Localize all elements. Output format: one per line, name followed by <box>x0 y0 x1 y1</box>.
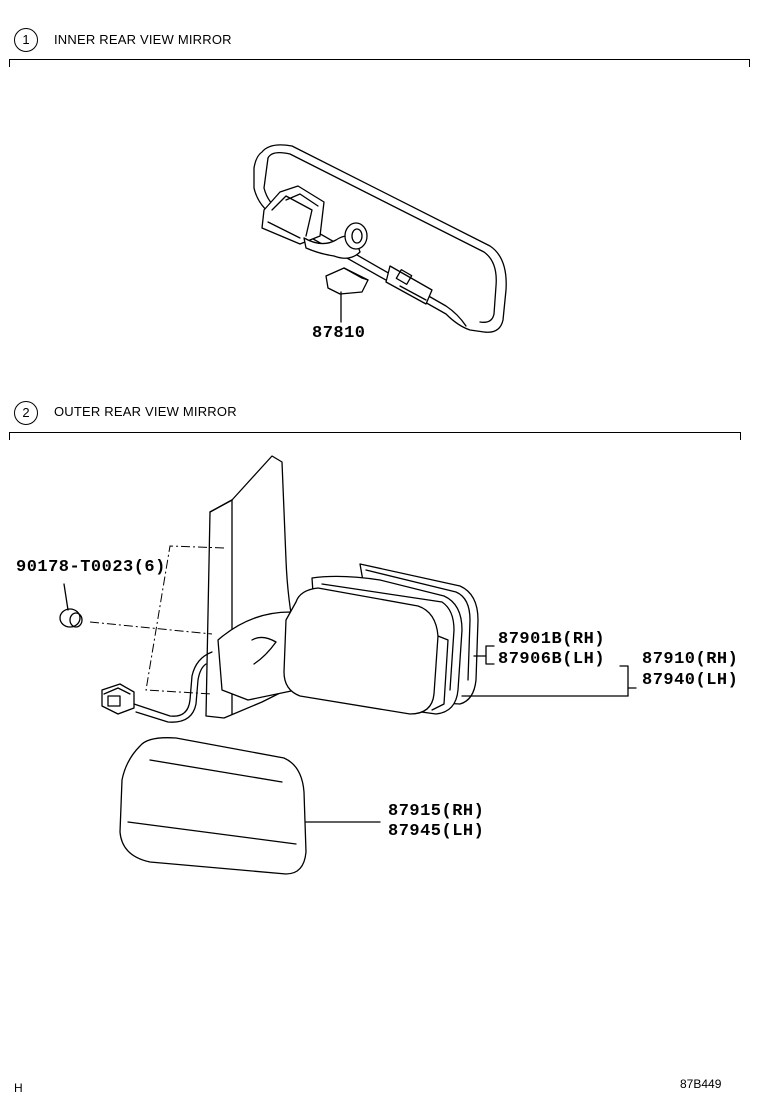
label-90178-T0023: 90178-T0023(6) <box>16 558 166 577</box>
label-87915-RH: 87915(RH) <box>388 802 485 821</box>
section-1-title: INNER REAR VIEW MIRROR <box>54 32 232 47</box>
section-1-badge: 1 <box>14 28 38 52</box>
section-2-bracket <box>9 432 741 440</box>
label-87910-RH: 87910(RH) <box>642 650 739 669</box>
footer-left-code: H <box>14 1081 23 1095</box>
label-87901B-RH: 87901B(RH) <box>498 630 606 649</box>
label-87810: 87810 <box>312 324 366 343</box>
section-2-badge: 2 <box>14 401 38 425</box>
section-1-bracket <box>9 59 750 67</box>
mirror-cover-drawing <box>119 737 381 875</box>
section-2-title: OUTER REAR VIEW MIRROR <box>54 404 237 419</box>
outer-mirror-drawing <box>59 455 637 723</box>
inner-mirror-drawing <box>253 144 507 333</box>
footer-diagram-id: 87B449 <box>680 1077 722 1091</box>
label-87945-LH: 87945(LH) <box>388 822 485 841</box>
label-87940-LH: 87940(LH) <box>642 671 739 690</box>
label-87906B-LH: 87906B(LH) <box>498 650 606 669</box>
